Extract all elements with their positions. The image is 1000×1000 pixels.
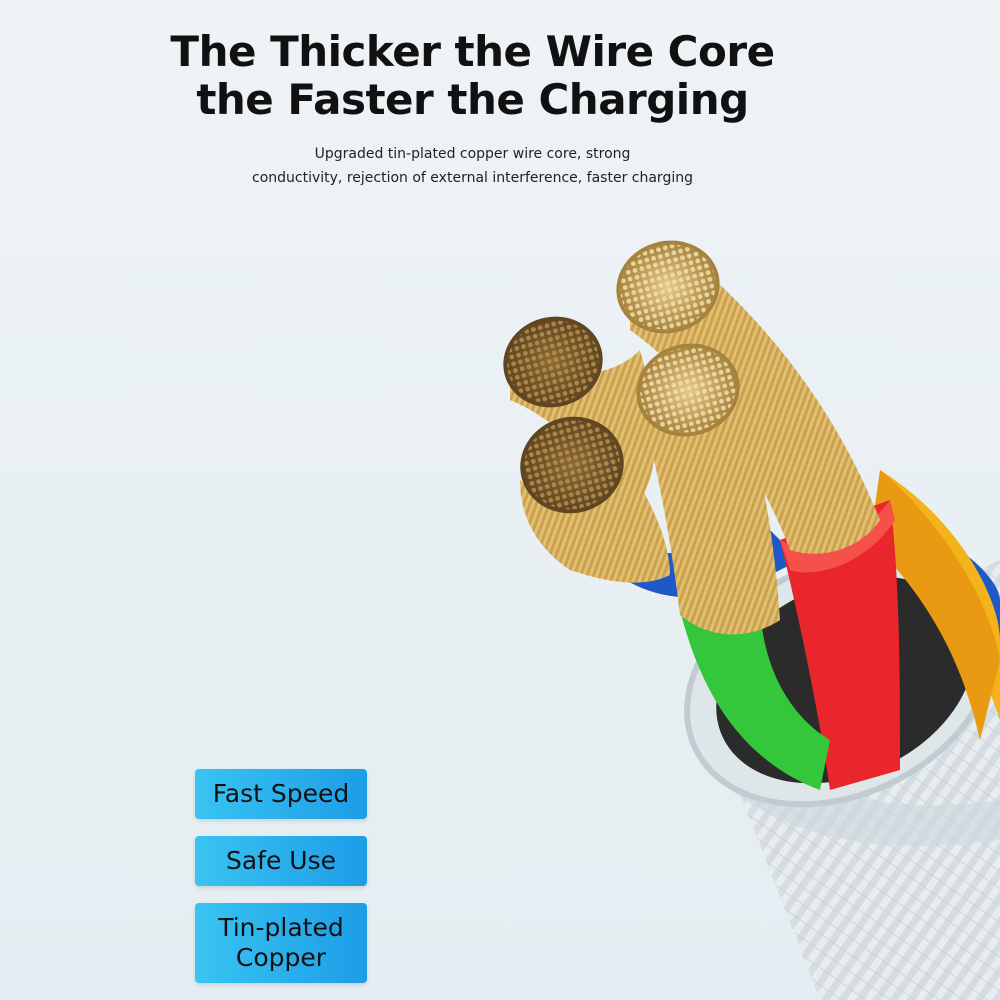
tin-plated-copper-badge: Tin-plated Copper (195, 903, 367, 983)
fast-speed-badge: Fast Speed (195, 769, 367, 819)
page-title: The Thicker the Wire Core the Faster the… (0, 28, 945, 124)
subtitle-line-2: conductivity, rejection of external inte… (252, 170, 693, 186)
safe-use-badge: Safe Use (195, 836, 367, 886)
copper-strands (503, 240, 880, 635)
page-subtitle: Upgraded tin-plated copper wire core, st… (0, 142, 945, 190)
safe-use-label: Safe Use (225, 846, 337, 875)
wire-red (780, 500, 900, 790)
subtitle-line-1: Upgraded tin-plated copper wire core, st… (314, 146, 631, 162)
title-line-2: the Faster the Charging (196, 75, 749, 124)
fast-speed-label: Fast Speed (212, 779, 350, 808)
copper-label: Copper (235, 943, 327, 972)
tin-plated-label: Tin-plated (218, 913, 344, 942)
title-line-1: The Thicker the Wire Core (170, 27, 775, 76)
wire-green (680, 600, 830, 790)
